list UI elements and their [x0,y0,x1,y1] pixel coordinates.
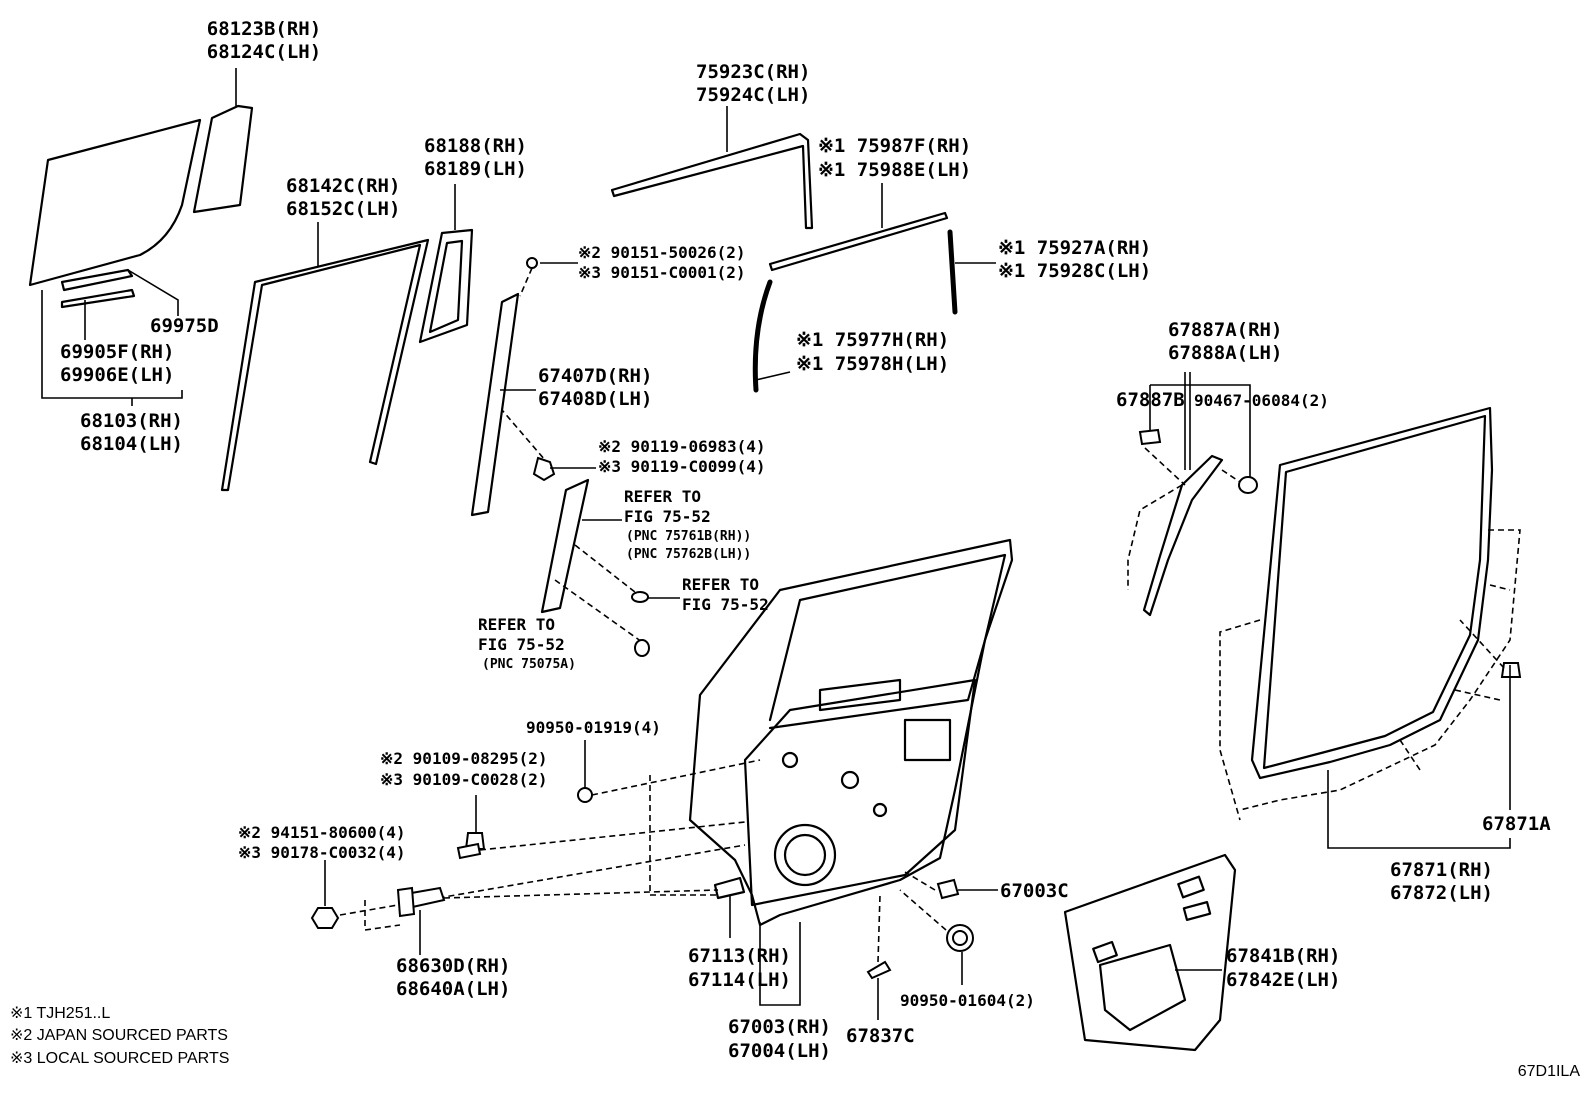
label-67871: 67871(RH) [1390,859,1493,881]
label-68142c: 68142C(RH) [286,175,400,197]
label-75924c: 75924C(LH) [696,84,810,106]
division-bar [470,292,546,517]
quarter-glass [192,104,254,214]
label-94151-80600: ※2 94151-80600(4) [238,823,406,842]
label-90119-06983: ※2 90119-06983(4) [598,437,766,456]
label-75927a: ※1 75927A(RH) [998,237,1151,259]
screw-94151 [310,842,746,929]
label-75977h: ※1 75977H(RH) [796,329,949,351]
label-pnc-75762b: (PNC 75762B(LH)) [626,547,751,562]
label-68123b: 68123B(RH) [207,18,321,40]
label-67872: 67872(LH) [1390,882,1493,904]
hole-plug-90950-01604 [899,889,974,952]
label-68124c: 68124C(LH) [207,41,321,63]
label-90151-c0001: ※3 90151-C0001(2) [578,263,746,282]
label-67003: 67003(RH) [728,1016,831,1038]
clip-90950-01919 [577,759,761,803]
label-90950-01919: 90950-01919(4) [526,718,661,737]
door-weatherstrip [1219,406,1521,821]
label-69906e: 69906E(LH) [60,364,174,386]
label-68104: 68104(LH) [80,433,183,455]
label-90950-01604: 90950-01604(2) [900,991,1035,1010]
label-67887b: 67887B [1116,389,1185,411]
label-69905f: 69905F(RH) [60,341,174,363]
blackout-tape [540,478,650,657]
rear-door-panel [688,538,1014,927]
label-68103: 68103(RH) [80,410,183,432]
label-68188: 68188(RH) [424,135,527,157]
footnotes: ※1 TJH251..L ※2 JAPAN SOURCED PARTS ※3 L… [10,1005,229,1067]
note-local-sourced: ※3 LOCAL SOURCED PARTS [10,1050,229,1067]
label-75988e: ※1 75988E(LH) [818,159,971,181]
glass-run [220,238,430,492]
label-fig-75-52-2: FIG 75-52 [682,595,769,614]
label-68630d: 68630D(RH) [396,955,510,977]
front-sash-molding [752,279,773,393]
label-75928c: ※1 75928C(LH) [998,260,1151,282]
label-90109-c0028: ※3 90109-C0028(2) [380,770,548,789]
label-refer-to-2: REFER TO [682,575,759,594]
label-pnc-75075a: (PNC 75075A) [482,657,576,672]
label-fig-75-52-3: FIG 75-52 [478,635,565,654]
label-68152c: 68152C(LH) [286,198,400,220]
door-check [364,886,719,931]
label-67841b: 67841B(RH) [1226,945,1340,967]
label-67837c: 67837C [846,1025,915,1047]
opening-weatherstrip [1127,447,1224,617]
service-hole-cover [1063,853,1237,1052]
label-75978h: ※1 75978H(LH) [796,353,949,375]
outer-belt-molding [768,211,949,272]
label-67887a: 67887A(RH) [1168,319,1282,341]
label-67871a: 67871A [1482,813,1551,835]
label-68189: 68189(LH) [424,158,527,180]
label-refer-to-3: REFER TO [478,615,555,634]
label-75987f: ※1 75987F(RH) [818,135,971,157]
glass-channel [60,268,136,309]
door-lower-frame [713,876,746,900]
door-glass [28,118,202,287]
label-67003c: 67003C [1000,880,1069,902]
label-67842e: 67842E(LH) [1226,969,1340,991]
figure-code: 67D1ILA [1518,1063,1581,1080]
label-67113: 67113(RH) [688,945,791,967]
belt-weatherstrip [610,132,814,230]
label-67408d: 67408D(LH) [538,388,652,410]
label-67114: 67114(LH) [688,969,791,991]
leader-lines [41,68,1511,1020]
label-90119-c0099: ※3 90119-C0099(4) [598,457,766,476]
clip-90467 [1221,469,1258,494]
clip-screw [519,257,538,297]
bolt-90109 [464,821,746,851]
label-90467-06084: 90467-06084(2) [1194,391,1329,410]
dash-67113 [649,775,718,896]
division-bar-frame [418,228,474,344]
label-90109-08295: ※2 90109-08295(2) [380,749,548,768]
label-75923c: 75923C(RH) [696,61,810,83]
label-67004: 67004(LH) [728,1040,831,1062]
label-69975d: 69975D [150,315,219,337]
note-tjh251: ※1 TJH251..L [10,1005,110,1022]
label-fig-75-52-1: FIG 75-52 [624,507,711,526]
note-japan-sourced: ※2 JAPAN SOURCED PARTS [10,1027,228,1044]
label-67888a: 67888A(LH) [1168,342,1282,364]
bolt-division [532,456,556,482]
label-pnc-75761b: (PNC 75761B(RH)) [626,529,751,544]
clip-67003c [904,871,960,900]
label-90151-50026: ※2 90151-50026(2) [578,243,746,262]
clip-67837c [866,894,892,980]
label-68640a: 68640A(LH) [396,978,510,1000]
rear-sash-molding [947,229,958,315]
clip-67871a [1459,619,1522,678]
part-labels: 68123B(RH) 68124C(LH) 69975D 69905F(RH) … [60,18,1551,1062]
label-refer-to-1: REFER TO [624,487,701,506]
label-90178-c0032: ※3 90178-C0032(4) [238,843,406,862]
label-67407d: 67407D(RH) [538,365,652,387]
clip-67887b [1138,428,1162,446]
